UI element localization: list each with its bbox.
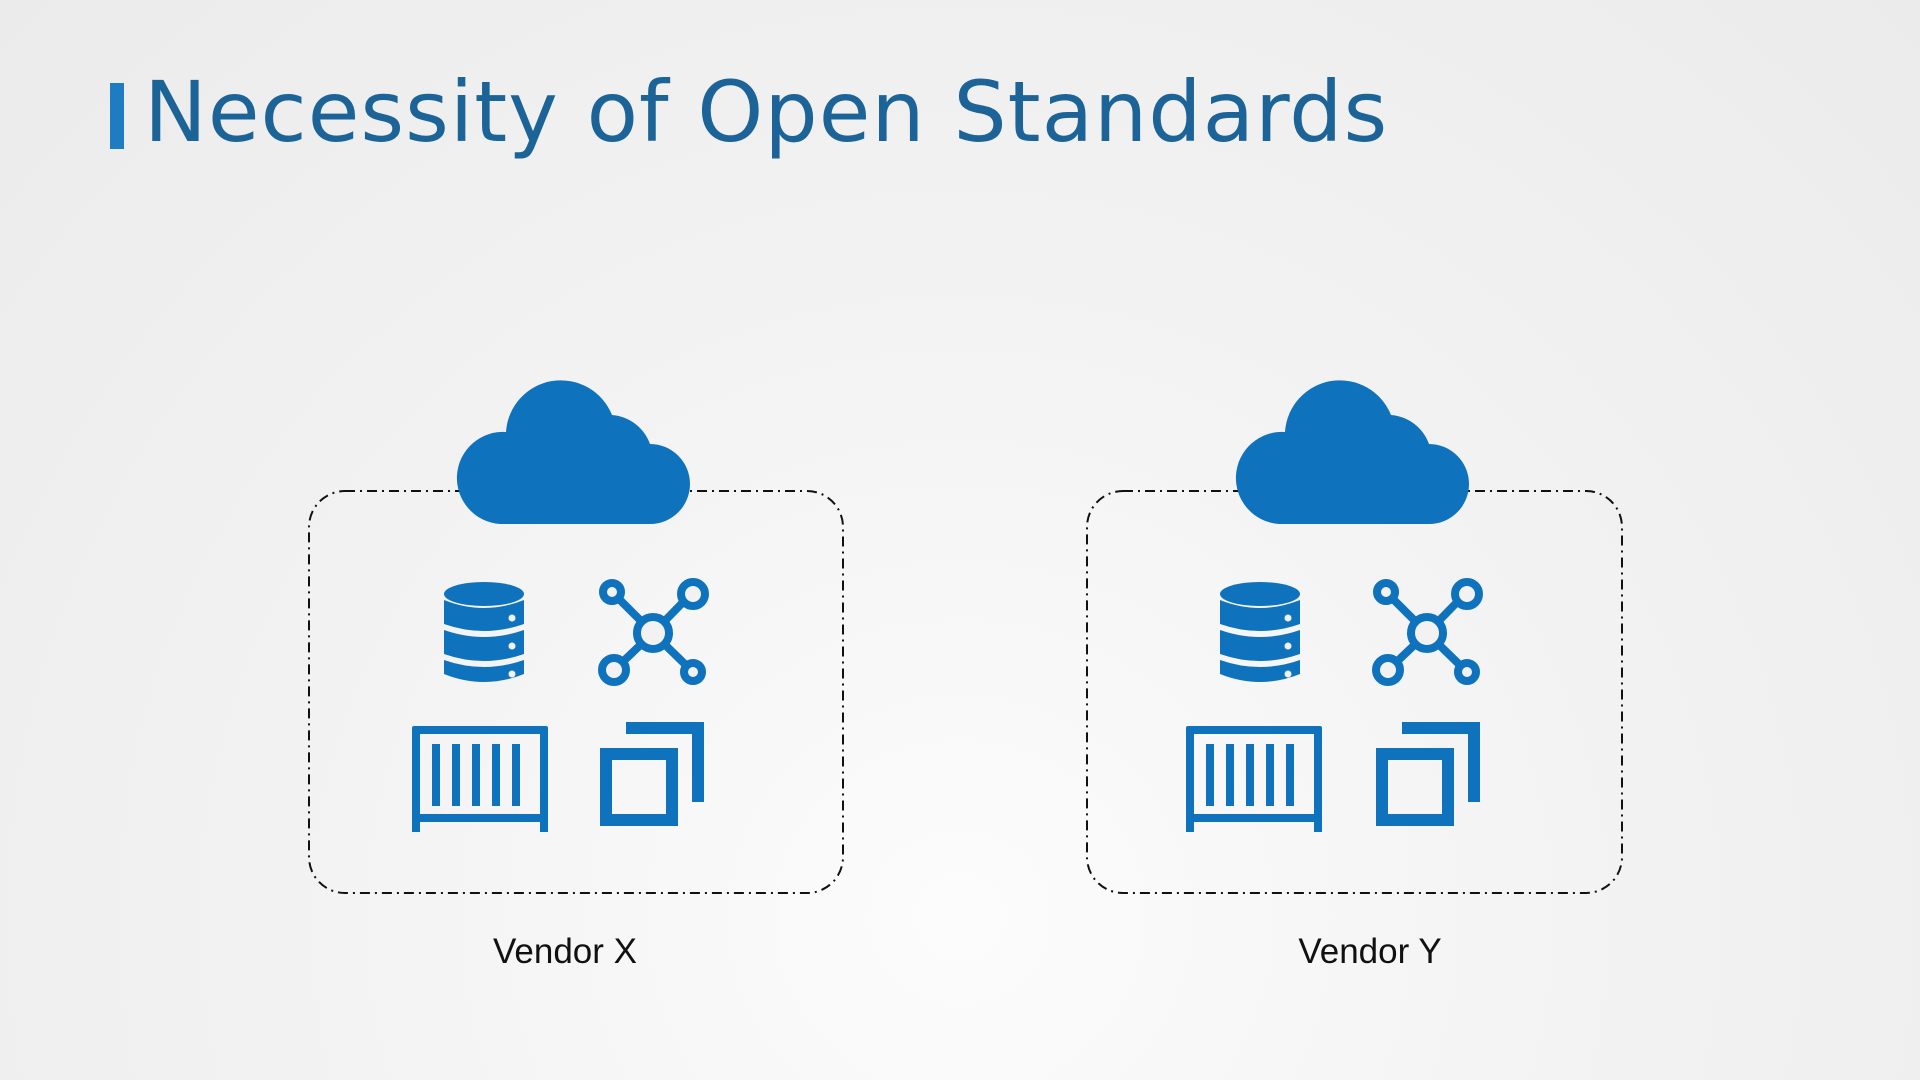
- container-icon: [412, 726, 548, 832]
- vendor-x-boundary: [308, 490, 844, 894]
- vendor-y-boundary: [1086, 490, 1623, 894]
- vendor-x-label: Vendor X: [493, 932, 637, 971]
- slide-title-text: Necessity of Open Standards: [144, 63, 1389, 161]
- copy-icon: [600, 722, 704, 826]
- title-accent-bar: [110, 83, 124, 149]
- vendor-y-label: Vendor Y: [1298, 932, 1442, 971]
- container-icon: [1186, 726, 1322, 832]
- cloud-icon: [456, 380, 690, 524]
- network-icon: [1372, 578, 1483, 686]
- cloud-icon: [1235, 380, 1469, 524]
- copy-icon: [1376, 722, 1480, 826]
- network-icon: [598, 578, 709, 686]
- database-icon: [1220, 582, 1300, 682]
- database-icon: [444, 582, 524, 682]
